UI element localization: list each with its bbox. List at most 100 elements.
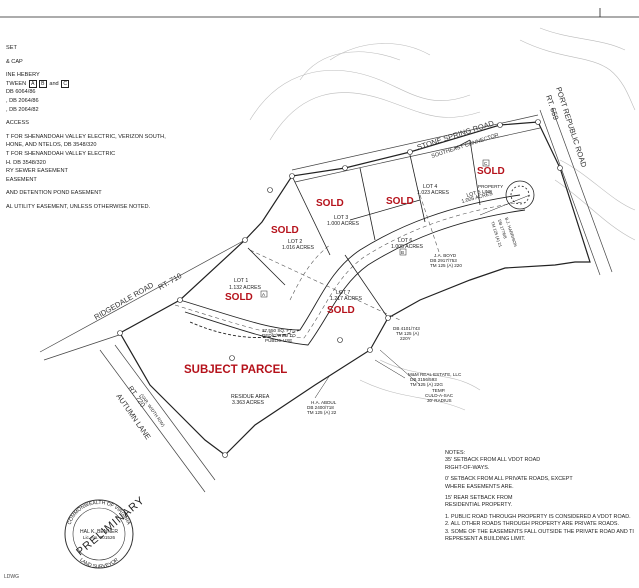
easement-lines [174,194,524,339]
svg-text:30' RADIUS: 30' RADIUS [427,398,452,403]
ridgedale-road-lines [39,239,246,361]
owner-boyd: J.A. BOYD DB 2917/753 TM 125 (A) 220 [430,253,462,268]
sheet-border [0,8,639,18]
legend-item: HONE, AND NTELOS, DB 3548/320 [6,142,97,149]
lot1-name: LOT 1 [234,278,248,284]
road-label-ridgedale: RIDGEDALE ROAD [93,280,156,322]
svg-text:C: C [484,161,488,166]
residue-name: RESIDUE AREA [231,394,270,400]
note-line: WHERE EASEMENTS ARE. [445,483,514,490]
lot3-area: 1.000 ACRES [327,221,360,227]
lot2-area: 1.016 ACRES [282,245,315,251]
sold-lot3: SOLD [316,198,344,209]
legend-item: T FOR SHENANDOAH VALLEY ELECTRIC, VERIZO… [6,133,166,140]
svg-text:37,550 SQ. FT.: 37,550 SQ. FT. [262,328,293,333]
lot4-area: 1.023 ACRES [417,190,450,196]
note-line: 35' SETBACK FROM ALL VDOT ROAD [445,457,541,464]
road-label-rt710: RT. 710 [157,271,184,292]
svg-text:M&M REAL ESTATE, LLC: M&M REAL ESTATE, LLC [408,372,462,377]
sold-stamps: SOLD SOLD SOLD SOLD SOLD SOLD [225,166,505,316]
legend-item: , DB 2064/86 [6,97,39,104]
legend-item: H. DB 3548/320 [6,159,46,166]
svg-text:DB 2917/753: DB 2917/753 [430,258,457,263]
parcel-boundary [119,121,591,456]
corner-text: LDWG [4,574,19,580]
svg-text:Lic. No. 001526: Lic. No. 001526 [83,535,116,540]
cul-de-sac [505,180,535,210]
legend-item: RY SEWER EASEMENT [6,168,68,175]
svg-text:DB 4101/743: DB 4101/743 [393,326,420,331]
legend-item: DB 6064/86 [6,89,36,96]
legend-item: AND DETENTION POND EASEMENT [6,190,102,197]
port-republic-road-lines [539,107,613,276]
temp-cul-de-sac-note: TEMP. CULD-A-SAC 30' RADIUS [425,388,454,403]
svg-text:B: B [401,250,404,255]
sold-lot1: SOLD [225,292,253,303]
sold-lot4: SOLD [386,196,414,207]
svg-text:DB 2400/718: DB 2400/718 [307,405,334,410]
note-line: 3. SOME OF THE EASEMENTS FALL OUTSIDE TH… [445,528,634,535]
svg-text:H.A. ABDUL: H.A. ABDUL [311,400,337,405]
svg-text:LINE: LINE [482,189,492,194]
residue-area: 3.363 ACRES [232,400,265,406]
svg-text:PUBLIC USE: PUBLIC USE [265,338,292,343]
owner-abdul: H.A. ABDUL DB 2400/718 TM 125 (A) 22 [307,400,337,415]
note-line: 0' SETBACK FROM ALL PRIVATE ROADS, EXCEP… [445,476,573,483]
legend-item: EASEMENT [6,176,37,183]
owner-mm-real-estate: M&M REAL ESTATE, LLC DB 3156/593 TM 125 … [408,372,462,387]
internal-road [179,194,526,346]
lot2-name: LOT 2 [288,239,302,245]
legend-item: AL UTILITY EASEMENT, UNLESS OTHERWISE NO… [6,203,151,210]
svg-text:A: A [262,292,265,297]
notes-panel: NOTES: 35' SETBACK FROM ALL VDOT ROAD RI… [445,450,635,543]
lot5-name: LOT 5 [466,189,481,199]
svg-text:DB 3156/593: DB 3156/593 [410,377,437,382]
legend-item: , DB 2064/82 [6,106,39,113]
svg-text:TM 125 (A): TM 125 (A) [396,331,419,336]
lot-lines [247,139,481,319]
svg-text:PROPERTY: PROPERTY [478,184,503,189]
legend-item: ACCESS [6,120,30,127]
svg-text:J.A. BOYD: J.A. BOYD [434,253,457,258]
owner-db4101: DB 4101/743 TM 125 (A) 220Y [393,326,420,341]
subject-parcel-label: SUBJECT PARCEL [184,364,287,376]
svg-text:TM 125 (A) 22G: TM 125 (A) 22G [410,382,443,387]
lot1-area: 1.132 ACRES [229,285,262,291]
survey-markers [117,119,563,458]
surveyor-seal: COMMONWEALTH OF VIRGINIA LAND SURVEYOR H… [64,494,147,570]
autumn-lane-lines [99,344,216,493]
lot7-area: 1.217 ACRES [330,296,363,302]
legend-item: & CAP [6,58,23,65]
sold-lot5: SOLD [477,166,505,177]
easement-tags [260,159,490,298]
note-line: 1. PUBLIC ROAD THROUGH PROPERTY IS CONSI… [445,513,631,520]
note-line: 2. ALL OTHER ROADS THROUGH PROPERTY ARE … [445,521,619,528]
note-line: REPRESENT A BUILDING LIMIT. [445,536,526,543]
svg-text:CULD-A-SAC: CULD-A-SAC [425,393,454,398]
easement-tag-letters: A B C [262,161,488,297]
svg-text:TM 125 (A) 22: TM 125 (A) 22 [307,410,337,415]
lot6-area: 1.005 ACRES [391,244,424,250]
lot4-name: LOT 4 [423,184,437,190]
note-line: 15' REAR SETBACK FROM [445,495,513,502]
note-line: RESIDENTIAL PROPERTY. [445,502,513,509]
lot7-name: LOT 7 [336,290,350,296]
svg-text:TEMP.: TEMP. [432,388,445,393]
sold-lot7: SOLD [327,305,355,316]
svg-text:DB 1776/8: DB 1776/8 [497,219,508,240]
svg-text:HAL K. BENNER: HAL K. BENNER [80,529,118,535]
stone-spring-road-lines [291,114,541,183]
contour-lines [249,27,636,411]
legend-item: SET [6,45,17,51]
lot6-name: LOT 6 [398,238,412,244]
leader-lines [314,194,531,399]
note-line: RIGHT-OF-WAYS. [445,464,490,471]
owner-right: B.J. HARRISON DB 1776/8 TM 125 (A) 21 [490,217,518,249]
sold-lot2: SOLD [271,225,299,236]
svg-text:LAND SURVEYOR: LAND SURVEYOR [78,557,120,570]
legend-item: INE HEBERY [6,72,40,79]
svg-text:DEDICATED TO: DEDICATED TO [262,333,296,338]
dedication-note: 37,550 SQ. FT. DEDICATED TO PUBLIC USE [262,328,296,343]
